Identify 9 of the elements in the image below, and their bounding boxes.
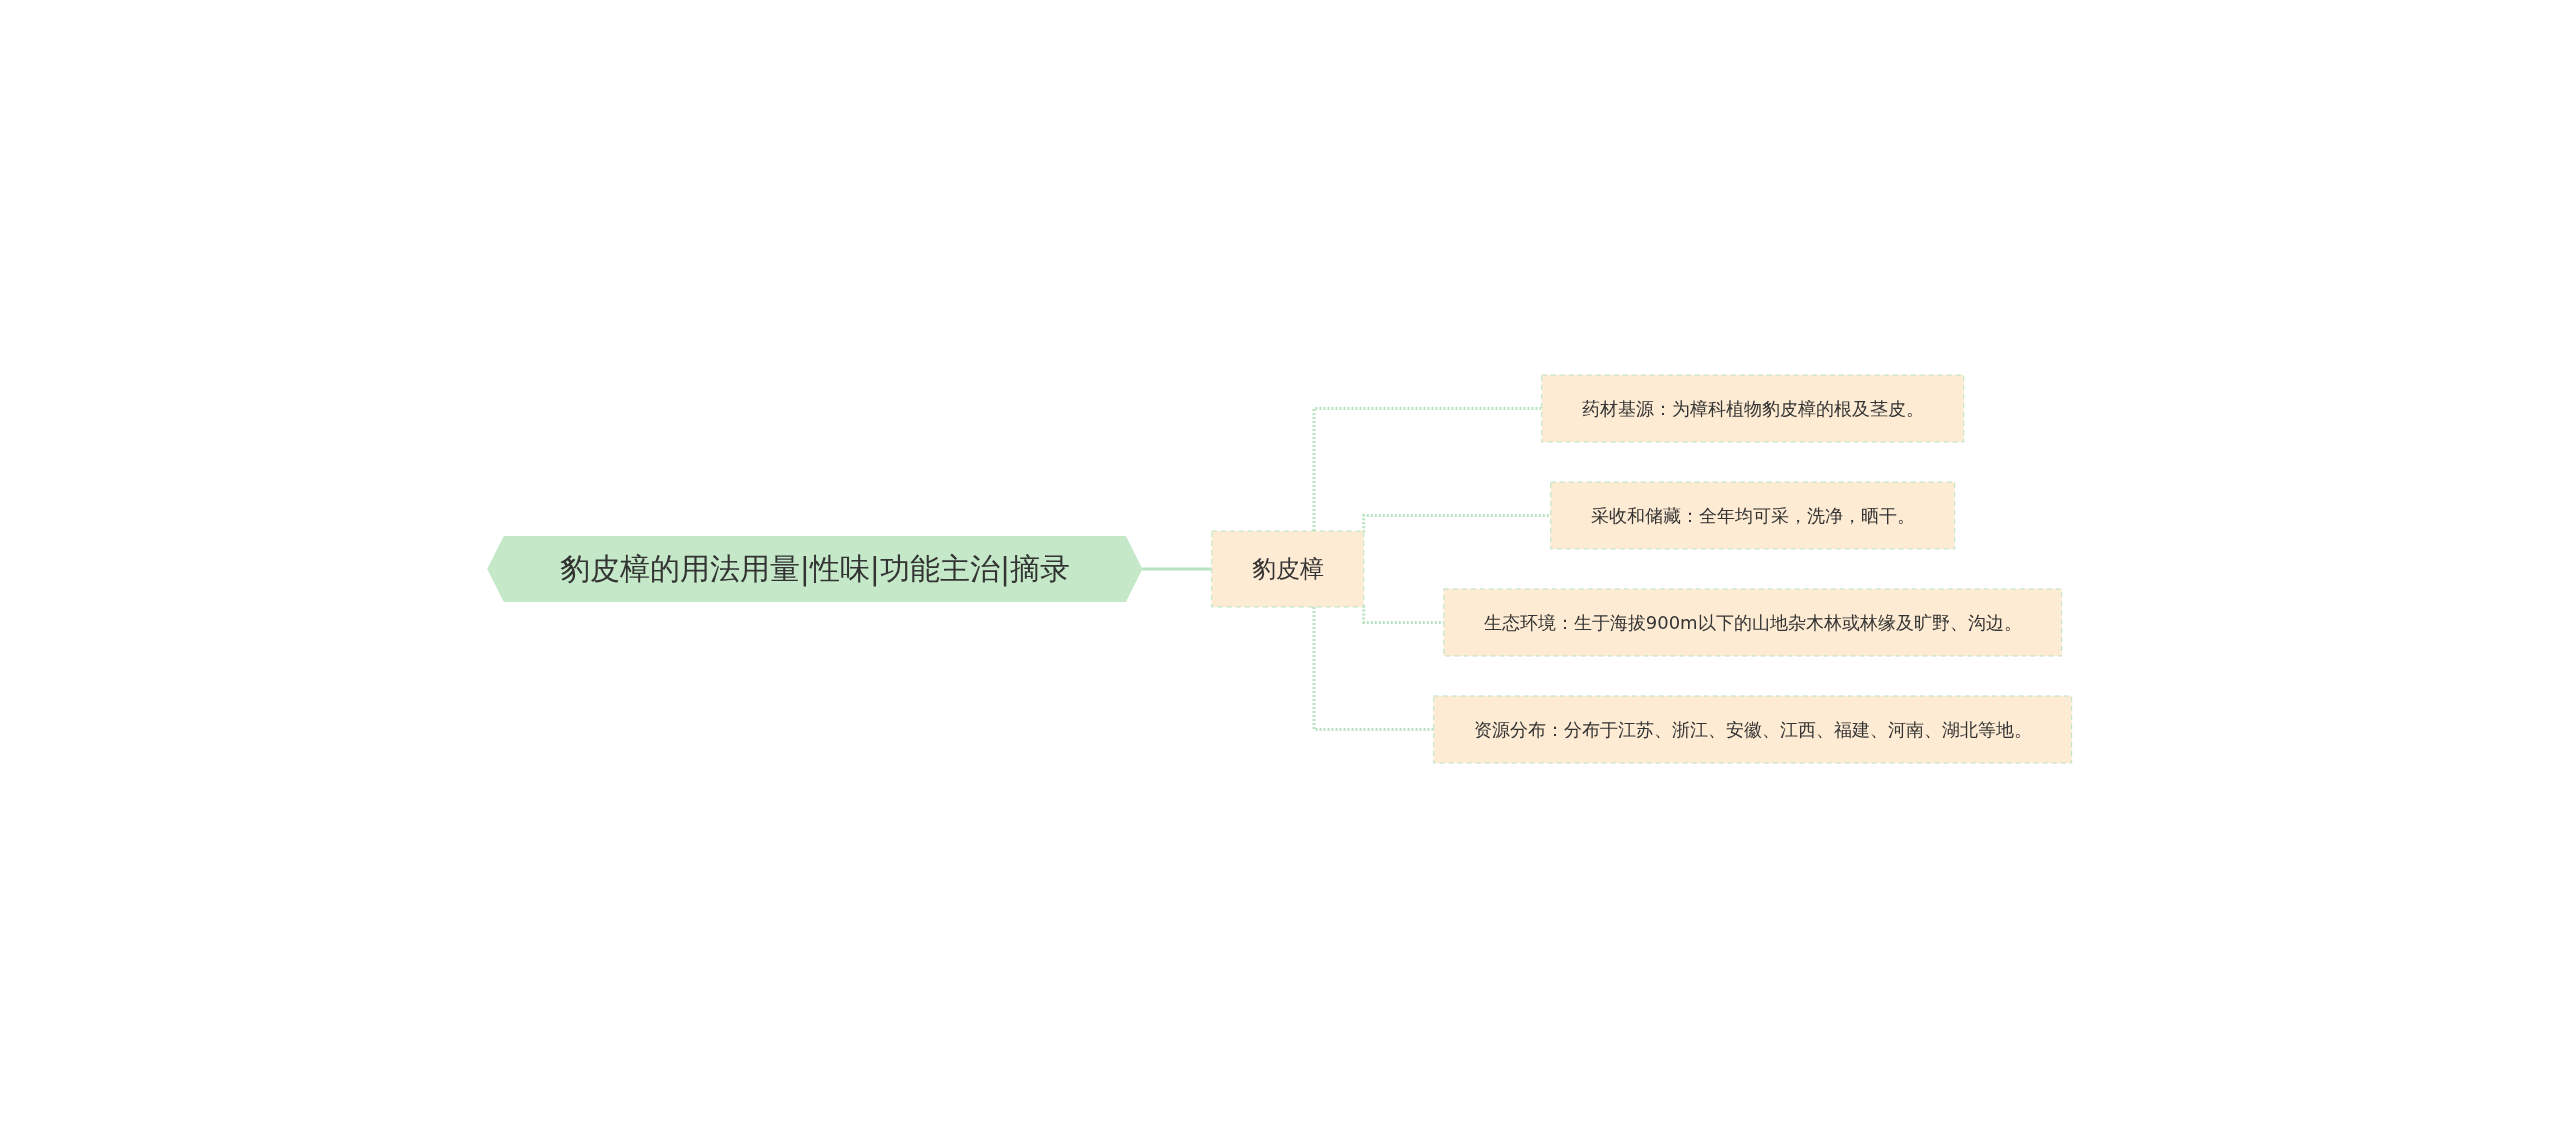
connector — [1362, 605, 1444, 624]
connector — [1312, 606, 1434, 731]
node-box: 采收和储藏：全年均可采，洗净，晒干。 — [1550, 481, 1956, 549]
node-box: 生态环境：生于海拔900m以下的山地杂木林或林缘及旷野、沟边。 — [1443, 588, 2063, 656]
node-box: 资源分布：分布于江苏、浙江、安徽、江西、福建、河南、湖北等地。 — [1433, 695, 2073, 763]
node-box: 药材基源：为樟科植物豹皮樟的根及茎皮。 — [1541, 374, 1965, 442]
node-box: 豹皮樟 — [1211, 530, 1365, 607]
connector — [1140, 567, 1212, 571]
connector — [1362, 513, 1551, 532]
